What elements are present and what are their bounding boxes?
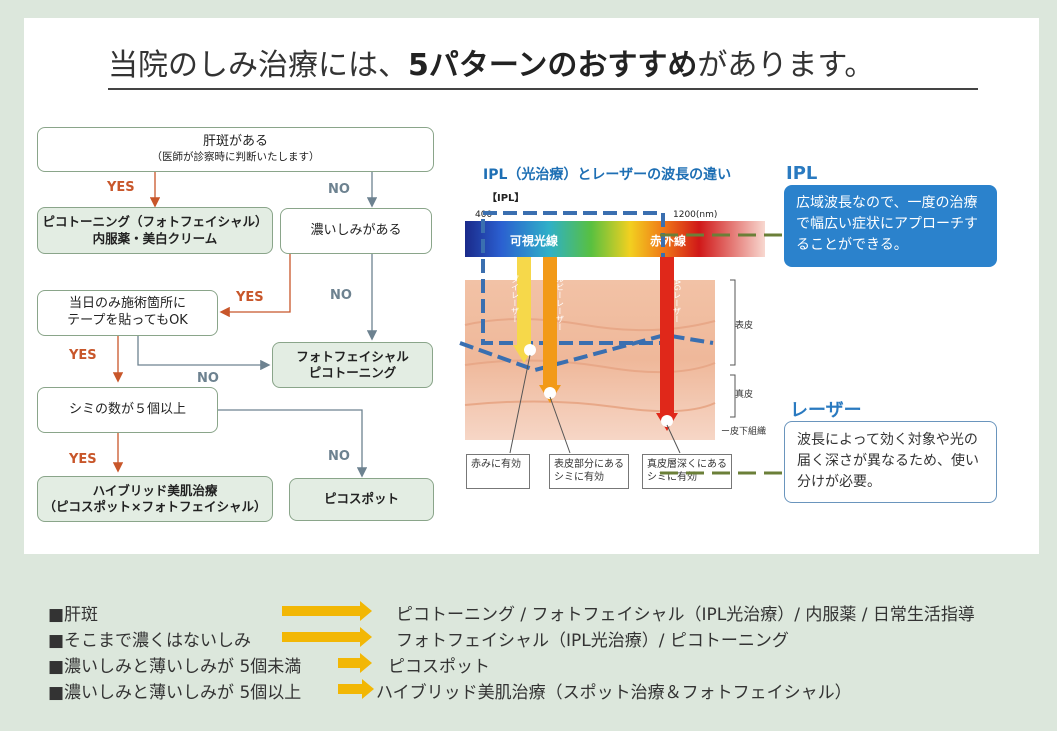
result-text: 内服薬・美白クリーム [92,230,218,246]
yag-laser-beam [660,257,674,417]
note-text: シミに有効 [647,472,697,483]
yes-label-2: YES [236,290,264,305]
start-subtext: （医師が診察時に判断いたします） [151,151,320,164]
same-day-node: 当日のみ施術箇所に テープを貼ってもOK [37,290,218,336]
legend-result: ハイブリッド美肌治療（スポット治療＆フォトフェイシャル） [376,683,852,703]
target-spot [661,415,673,427]
wavelength-diagram: 【IPL】 400 1200(nm) 可視光線 赤外線 ダイレーザー ルビーレー… [459,191,766,454]
result-text: フォトフェイシャル [296,348,409,364]
connector-lines [660,233,784,475]
legend-arrow [338,653,372,673]
note-text: 表皮部分にある [554,459,624,470]
legend-result: ピコトーニング / フォトフェイシャル（IPL光治療）/ 内服薬 / 日常生活指… [396,605,975,625]
note-text: シミに有効 [554,472,604,483]
result-photo-pico: フォトフェイシャル ピコトーニング [272,342,433,388]
no-label-3: NO [197,371,219,386]
result-pico-photo-meds: ピコトーニング（フォトフェイシャル） 内服薬・美白クリーム [37,207,273,254]
yes-label-1: YES [107,180,135,195]
ruby-laser-beam [543,257,557,387]
result-text: ピコトーニング（フォトフェイシャル） [42,214,268,230]
legend-row: ■そこまで濃くはないしみ [48,626,251,651]
count-node: シミの数が５個以上 [37,387,218,433]
legend-label: ■濃いしみと薄いしみが 5個以上 [48,683,302,703]
legend-result: ピコスポット [388,657,490,677]
note-text: 赤みに有効 [471,459,521,470]
visible-label: 可視光線 [510,233,558,248]
nm-end: 1200(nm) [673,210,717,220]
note-redness: 赤みに有効 [466,454,530,489]
legend-arrow [282,601,372,621]
result-text: ハイブリッド美肌治療 [92,482,218,498]
target-spot [544,387,556,399]
laser-description: 波長によって効く対象や光の届く深さが異なるため、使い分けが必要。 [784,421,997,503]
legend-label: ■そこまで濃くはないしみ [48,631,252,651]
no-label-4: NO [328,449,350,464]
legend-arrow [282,627,372,647]
start-text: 肝斑がある [202,134,268,150]
laser-label-ruby: ルビーレーザー [556,275,565,331]
layer-epidermis: 表皮 [735,319,753,331]
laser-label-dye: ダイレーザー [511,274,520,323]
dye-laser-beam [517,257,531,347]
target-spot [524,344,536,356]
layer-dermis: 真皮 [735,388,753,400]
dark-spot-node: 濃いしみがある [280,208,432,254]
legend-arrow [338,679,374,699]
legend-row: ■濃いしみと薄いしみが 5個以上 [48,678,301,703]
result-text: （ピコスポット×フォトフェイシャル） [43,499,267,514]
ipl-description: 広域波長なので、一度の治療で幅広い症状にアプローチすることができる。 [784,185,997,267]
result-text: ピコトーニング [308,365,397,380]
spectrum-bar [465,221,765,257]
laser-heading: レーザー [790,400,862,421]
yes-label-3: YES [69,348,97,363]
ipl-heading: IPL [786,163,818,184]
result-picospot: ピコスポット [289,478,434,521]
note-text: 真皮層深くにある [647,459,727,470]
same-day-text: テープを貼ってもOK [67,313,188,328]
layer-subcutis: ー皮下組織 [721,425,766,437]
legend-label: ■濃いしみと薄いしみが 5個未満 [48,657,302,677]
legend-label: ■肝斑 [48,605,99,625]
start-node: 肝斑がある （医師が診察時に判断いたします） [37,127,434,172]
legend-row: ■肝斑 [48,600,98,625]
note-epidermis: 表皮部分にあるシミに有効 [549,454,629,489]
result-hybrid: ハイブリッド美肌治療 （ピコスポット×フォトフェイシャル） [37,476,273,522]
ipl-tag: 【IPL】 [487,191,524,204]
legend-row: ■濃いしみと薄いしみが 5個未満 [48,652,301,677]
page-title: 当院のしみ治療には、5パターンのおすすめがあります。 [108,40,978,90]
infrared-label: 赤外線 [650,233,686,248]
legend-result: フォトフェイシャル（IPL光治療）/ ピコトーニング [396,631,789,651]
no-label-1: NO [328,182,350,197]
diagram-title: IPL（光治療）とレーザーの波長の違い [483,167,732,183]
yes-label-4: YES [69,452,97,467]
no-label-2: NO [330,288,352,303]
same-day-text: 当日のみ施術箇所に [68,296,186,312]
laser-label-yag: YAGレーザー [673,274,682,323]
